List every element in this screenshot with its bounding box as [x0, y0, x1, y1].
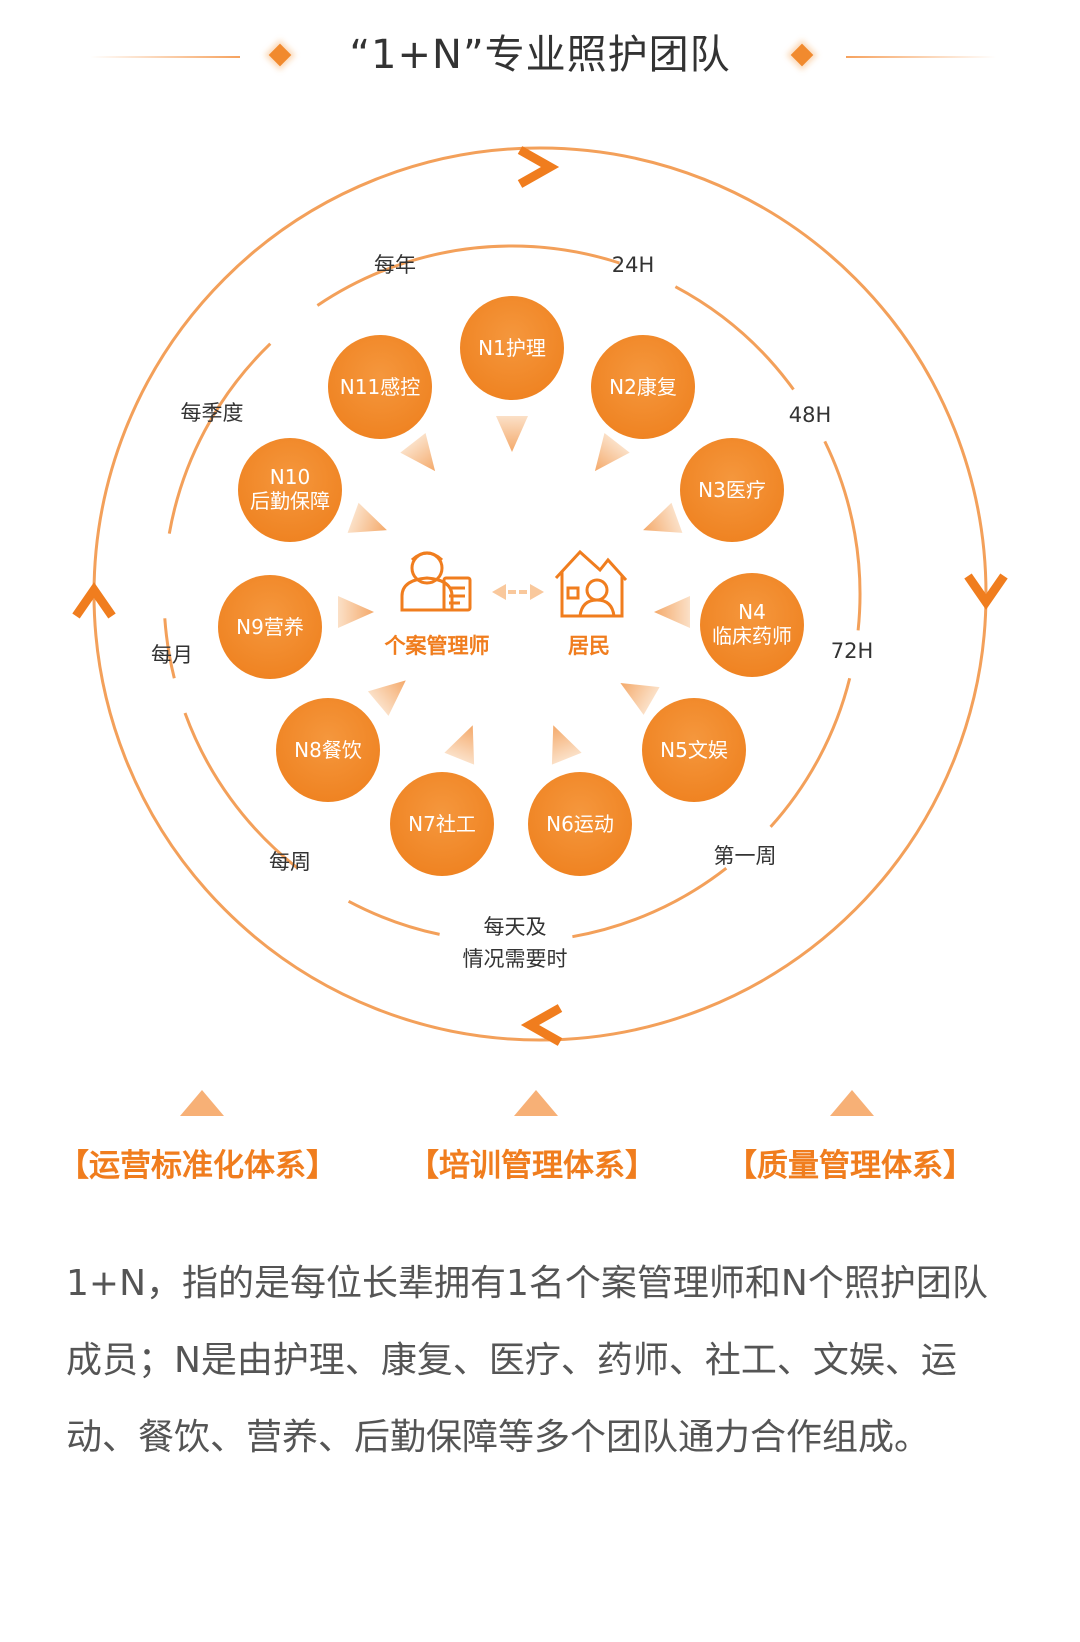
orb-label: N3医疗 [698, 478, 766, 502]
freq-monthly: 每月 [151, 643, 193, 667]
case-manager-label: 个案管理师 [385, 634, 490, 658]
orb-circle [680, 438, 784, 542]
orb-circle [276, 698, 380, 802]
pointer-arrow-icon [594, 432, 630, 472]
title-divider-right [846, 56, 996, 58]
inner-ring-segment [347, 899, 440, 936]
chevron-left-icon [520, 1004, 563, 1046]
freq-first-week: 第一周 [714, 844, 777, 868]
orb-label: N6运动 [546, 812, 614, 836]
team-member-orb: N8餐饮 [276, 698, 380, 802]
inner-ring-segment [183, 712, 299, 870]
inner-frequency-ring [163, 244, 862, 939]
pointer-arrow-icon [496, 416, 528, 452]
orb-label: 临床药师 [712, 624, 792, 648]
orb-circle [642, 698, 746, 802]
orb-circle [700, 573, 804, 677]
orb-label: N4 [738, 600, 766, 624]
freq-quarterly: 每季度 [181, 401, 244, 425]
orb-circle [238, 438, 342, 542]
inner-ring-segment [572, 867, 728, 939]
orb-label: N9营养 [236, 615, 304, 639]
freq-daily-2: 情况需要时 [463, 947, 568, 971]
description-paragraph: 1+N，指的是每位长辈拥有1名个案管理师和N个照护团队成员；N是由护理、康复、医… [66, 1263, 988, 1458]
page-title: “1+N”专业照护团队 [349, 32, 731, 78]
inner-ring-segment [316, 261, 405, 307]
pointer-arrow-icon [654, 596, 690, 628]
system-quality-management: 【质量管理体系】 [726, 1148, 974, 1184]
team-member-orb: N2康复 [591, 335, 695, 439]
pointer-arrow-icon [367, 680, 406, 716]
care-team-diagram: 24H 48H 72H 第一周 每天及 情况需要时 每周 每月 每季度 每年 N… [72, 146, 1008, 1046]
orb-circle [218, 575, 322, 679]
arrow-up-icon [514, 1090, 558, 1116]
team-member-orb: N1护理 [460, 296, 564, 400]
team-member-orb: N7社工 [390, 772, 494, 876]
resident-home-icon [554, 549, 628, 618]
orb-circle [528, 772, 632, 876]
orb-label: N1护理 [478, 336, 546, 360]
team-member-orb: N9营养 [218, 575, 322, 679]
chevron-down-icon [964, 573, 1008, 610]
orb-label: N11感控 [340, 375, 420, 399]
orb-label: N10 [270, 465, 310, 489]
bidirectional-arrow-icon [492, 584, 544, 600]
inner-ring-segment [404, 244, 620, 265]
inner-ring-segment [674, 285, 795, 391]
freq-72h: 72H [831, 639, 874, 663]
resident-label: 居民 [568, 634, 610, 658]
pointer-arrow-icon [551, 725, 582, 765]
freq-yearly: 每年 [374, 253, 416, 277]
pointer-arrow-icon [347, 502, 387, 533]
inner-ring-segment [769, 677, 852, 828]
chevron-right-icon [517, 146, 560, 188]
system-training-management: 【培训管理体系】 [408, 1148, 656, 1184]
orb-label: N8餐饮 [294, 738, 362, 762]
pointer-arrow-icon [400, 432, 436, 472]
system-operation-standard: 【运营标准化体系】 [58, 1148, 337, 1184]
chevron-up-icon [72, 582, 116, 619]
header: “1+N”专业照护团队 [0, 0, 1080, 110]
orb-circle [591, 335, 695, 439]
inner-ring-segment [167, 342, 272, 534]
freq-48h: 48H [789, 403, 832, 427]
orb-label: N5文娱 [660, 738, 728, 762]
arrow-up-icon [180, 1090, 224, 1116]
freq-weekly: 每周 [269, 850, 311, 874]
team-to-center-arrows [338, 416, 690, 765]
orb-label: 后勤保障 [250, 489, 330, 513]
pointer-arrow-icon [444, 725, 475, 765]
freq-daily-1: 每天及 [484, 915, 547, 939]
inner-ring-segment [163, 618, 176, 679]
team-member-orb: N6运动 [528, 772, 632, 876]
arrow-up-icon [830, 1090, 874, 1116]
pointer-arrow-icon [338, 596, 374, 628]
title-divider-left [90, 56, 240, 58]
orb-circle [460, 296, 564, 400]
orb-circle [328, 335, 432, 439]
orb-label: N2康复 [609, 375, 677, 399]
case-manager-icon [400, 551, 472, 612]
pointer-arrow-icon [643, 502, 683, 533]
orb-label: N7社工 [408, 812, 476, 836]
inner-ring-segment [823, 440, 862, 631]
pointer-arrow-icon [620, 683, 660, 715]
team-member-orb: N11感控 [328, 335, 432, 439]
team-member-orb: N3医疗 [680, 438, 784, 542]
orb-circle [390, 772, 494, 876]
team-member-orb: N5文娱 [642, 698, 746, 802]
freq-24h: 24H [612, 253, 655, 277]
